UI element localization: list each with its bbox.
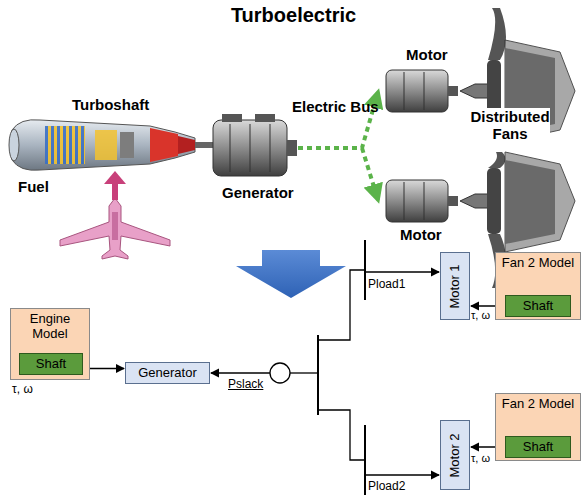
title: Turboelectric xyxy=(0,4,587,27)
node-text: Motor 1 xyxy=(448,264,463,308)
shaft-box: Shaft xyxy=(505,436,571,458)
node-text: Generator xyxy=(138,366,197,381)
signal-name: τ, ω xyxy=(471,452,490,465)
part-name: Turboshaft xyxy=(72,96,149,113)
node-text: Shaft xyxy=(523,440,553,455)
transform-arrow xyxy=(236,250,346,298)
node-text: Motor 2 xyxy=(448,433,463,477)
shaft-box: Shaft xyxy=(505,295,571,317)
signal-name: Pload1 xyxy=(368,278,405,292)
motor-box: Motor 2 xyxy=(440,420,470,490)
part-name: Electric Bus xyxy=(292,98,379,115)
shaft-box: Shaft xyxy=(19,353,83,375)
model-box: Fan 2 ModelShaft xyxy=(495,252,581,320)
aircraft xyxy=(60,198,170,259)
model-box: Engine ModelShaft xyxy=(10,308,90,380)
part-name: Generator xyxy=(222,184,294,201)
motor-box: Motor 1 xyxy=(440,252,470,320)
node-text: Shaft xyxy=(523,299,553,314)
part-name: Fuel xyxy=(18,178,49,195)
fan-illustration xyxy=(460,8,575,288)
bus-wiring xyxy=(211,240,439,495)
part-name: Distributed Fans xyxy=(470,108,550,143)
signal-name: τ, ω xyxy=(12,383,33,397)
node-text: Fan 2 Model xyxy=(496,397,580,412)
fuel-arrow xyxy=(104,171,126,200)
generator-box: Generator xyxy=(125,362,210,384)
signal-name: Pslack xyxy=(228,378,263,392)
signal-name: τ, ω xyxy=(471,309,490,322)
generator-illustration xyxy=(213,114,297,176)
node-text: Fan 2 Model xyxy=(496,256,580,271)
node-text: Shaft xyxy=(36,357,66,372)
model-box: Fan 2 ModelShaft xyxy=(495,393,581,461)
part-name: Motor xyxy=(400,226,442,243)
turboshaft-engine xyxy=(9,120,213,171)
node-text: Engine Model xyxy=(11,312,89,342)
signal-name: Pload2 xyxy=(368,480,405,494)
motor-illustration xyxy=(386,70,458,222)
part-name: Motor xyxy=(406,46,448,63)
